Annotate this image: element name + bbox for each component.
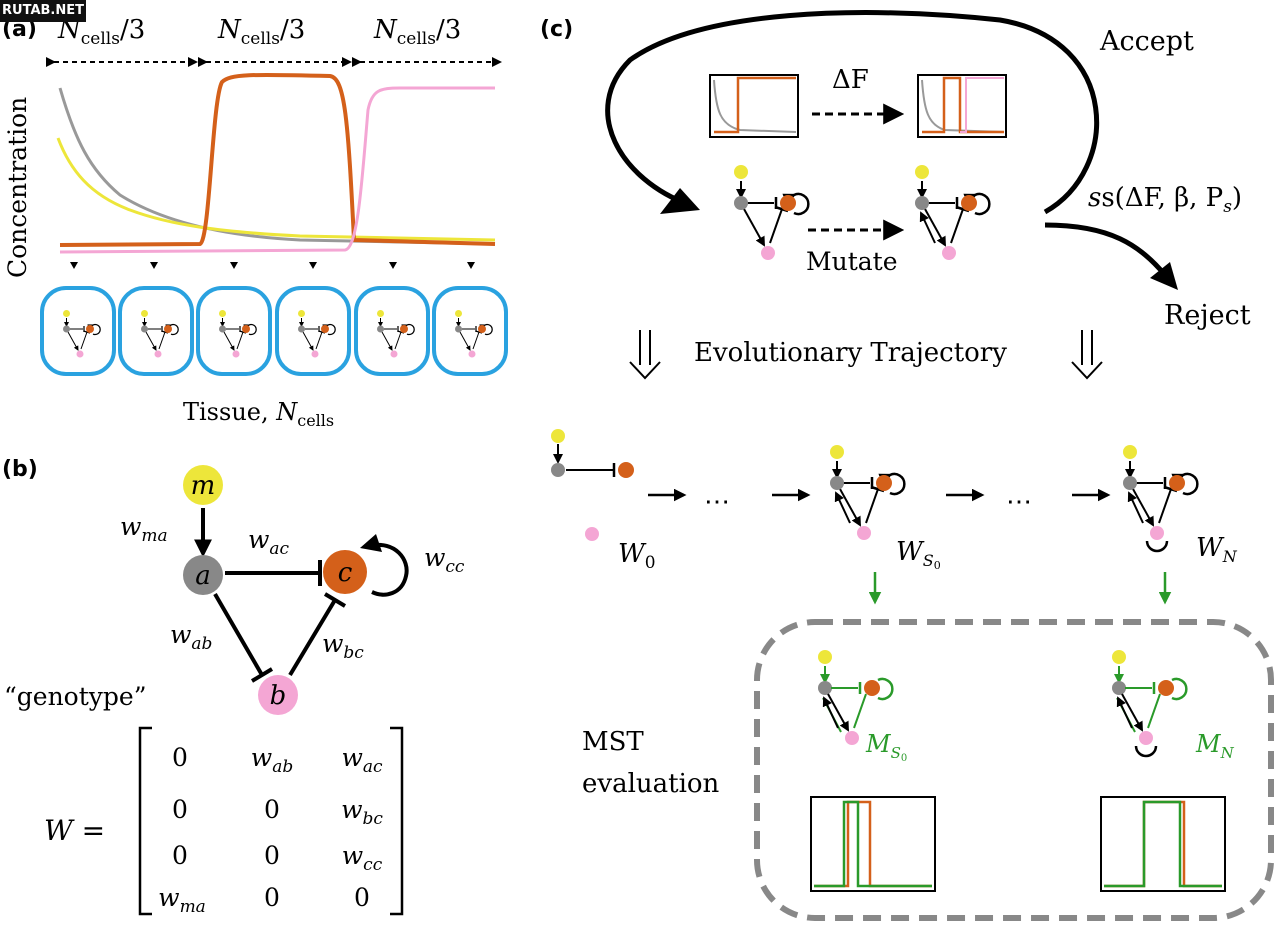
edge-a-b xyxy=(213,592,264,677)
mst-box xyxy=(754,619,1274,921)
mst-plot-n xyxy=(1100,796,1226,892)
weight-wcc: wcc xyxy=(424,543,465,577)
wn-label: WN xyxy=(1196,533,1238,566)
gray-curve xyxy=(58,87,496,246)
edge-c-c xyxy=(369,542,409,597)
matrix-cell: wcc xyxy=(342,841,383,875)
svg-text:c: c xyxy=(338,558,353,588)
watermark: RUTAB.NET xyxy=(0,0,86,22)
matrix-cell: wac xyxy=(341,743,383,777)
trajectory-header: Evolutionary Trajectory xyxy=(629,330,1103,380)
phenotype-plot-before xyxy=(709,74,799,138)
matrix-bracket-right xyxy=(390,726,404,916)
trajectory-label: Evolutionary Trajectory xyxy=(694,338,1007,368)
svg-text:m: m xyxy=(191,471,216,501)
matrix-cell: 0 xyxy=(354,883,370,912)
genotype-label: “genotype” xyxy=(4,682,146,711)
matrix-body: 0 wab wac 0 0 wbc 0 0 wcc wma 0 0 xyxy=(158,743,383,917)
weight-wbc: wbc xyxy=(322,629,364,663)
selection-function: ss(ΔF, β, Ps) xyxy=(1088,183,1242,217)
mst-label-2: evaluation xyxy=(582,769,720,799)
matrix-cell: 0 xyxy=(172,795,188,824)
matrix-cell: 0 xyxy=(264,883,280,912)
network-mn xyxy=(1112,650,1188,758)
network-before xyxy=(734,165,808,260)
ellipsis-2: ⋯ xyxy=(1006,487,1032,517)
mn-label: MN xyxy=(1195,730,1235,762)
ellipsis-1: ⋯ xyxy=(704,487,730,517)
phenotype-plot-after xyxy=(917,74,1007,138)
matrix-bracket-left xyxy=(138,726,152,916)
tissue-cells xyxy=(40,286,508,376)
w0-label: W0 xyxy=(618,539,656,573)
network-ms0 xyxy=(818,650,894,745)
network-ws0 xyxy=(830,445,904,540)
mst-label-1: MST xyxy=(582,727,644,757)
mutate-label: Mutate xyxy=(806,247,898,276)
network-after xyxy=(915,165,989,260)
segment-label-2: Ncells/3 xyxy=(217,15,305,49)
matrix-lhs: W = xyxy=(44,814,105,847)
y-axis-label: Concentration xyxy=(3,97,32,278)
panel-b: (b) m a c b wma wac wcc wab wbc “genotyp… xyxy=(2,457,465,917)
tissue-label: Tissue, Ncells xyxy=(183,398,334,430)
node-c xyxy=(323,550,367,594)
reject-label: Reject xyxy=(1164,300,1251,331)
matrix-cell: wma xyxy=(158,883,206,917)
svg-text:b: b xyxy=(270,681,287,711)
node-m xyxy=(183,465,223,505)
weight-wma: wma xyxy=(120,512,168,546)
ws0-label: WS0 xyxy=(896,537,941,572)
orange-curve xyxy=(59,72,496,247)
ms0-label: MS0 xyxy=(865,730,907,764)
panel-c-label: (c) xyxy=(540,17,573,42)
matrix-cell: wab xyxy=(251,743,293,777)
matrix-cell: 0 xyxy=(264,795,280,824)
edge-b-c xyxy=(288,598,337,677)
network-w0: W0 xyxy=(551,429,656,573)
matrix-cell: 0 xyxy=(172,743,188,772)
weight-wac: wac xyxy=(248,525,290,559)
network-wn xyxy=(1123,445,1197,553)
pink-curve xyxy=(59,86,495,254)
accept-label: Accept xyxy=(1099,26,1194,57)
mst-plot-s0 xyxy=(810,796,936,892)
matrix-cell: wbc xyxy=(341,795,383,829)
node-a xyxy=(183,555,223,595)
weight-wab: wab xyxy=(170,620,212,654)
matrix-cell: 0 xyxy=(172,841,188,870)
reject-arrow xyxy=(1044,222,1167,277)
panel-b-label: (b) xyxy=(2,457,38,482)
svg-text:a: a xyxy=(195,561,211,591)
delta-f-label: ΔF xyxy=(832,65,869,95)
panel-a: (a) Ncells/3 Ncells/3 Ncells/3 Concentra… xyxy=(2,15,508,430)
node-b xyxy=(258,675,298,715)
matrix-cell: 0 xyxy=(264,841,280,870)
accept-loop-arrow xyxy=(605,10,1099,215)
yellow-curve xyxy=(56,137,496,242)
segment-label-3: Ncells/3 xyxy=(373,15,461,49)
panel-c: (c) Accept Reject ss(ΔF, β, Ps) ΔF Mutat… xyxy=(540,10,1274,921)
